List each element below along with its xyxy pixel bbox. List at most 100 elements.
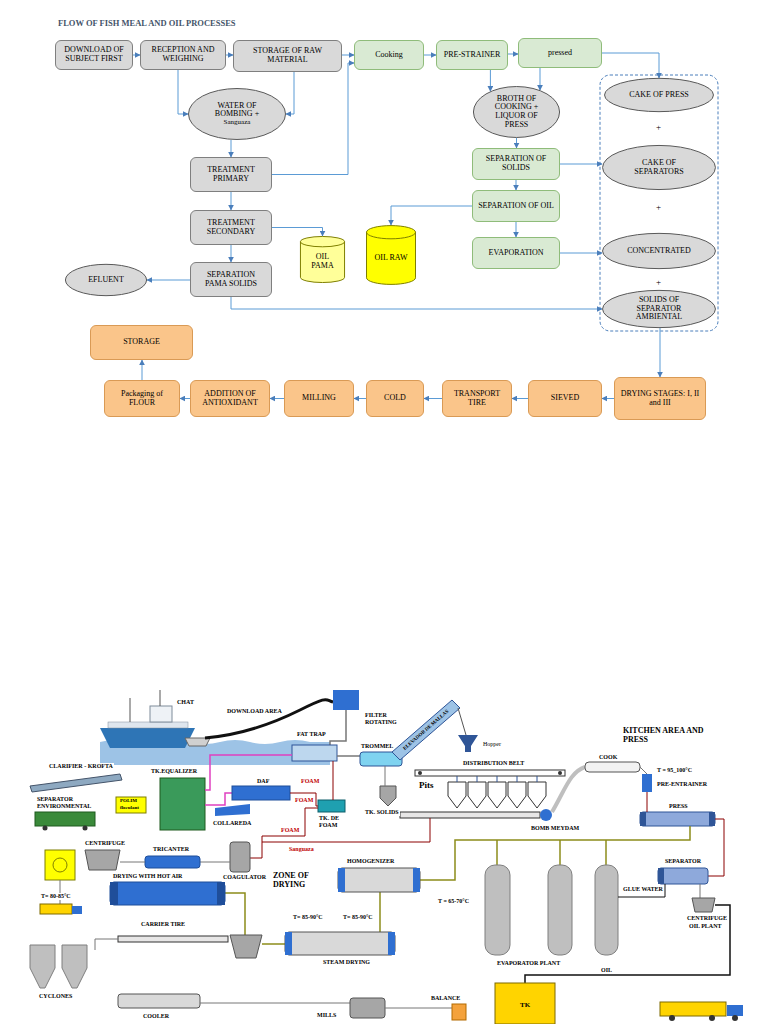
balance (452, 1004, 466, 1020)
fat-trap (292, 745, 337, 761)
flow-arrow (272, 228, 323, 237)
part-label: + (655, 278, 662, 288)
part-label: CENTRIFUGE (686, 915, 728, 922)
node-text-group: WATER OF BOMBING +Sanguaza (203, 102, 271, 127)
tricanter (120, 862, 145, 863)
process-box: Cooking (354, 40, 424, 70)
cyclones (30, 945, 55, 988)
node-text-group: OIL PAMA (304, 253, 341, 270)
process-box: Packaging of FLOUR (104, 380, 180, 417)
part-label: COLLAREDA (212, 820, 252, 827)
balance (452, 1004, 466, 1020)
part-label: + (655, 203, 662, 213)
distribution-belt (558, 771, 562, 775)
oil-truck (660, 1002, 743, 1021)
node-label: OIL RAW (374, 254, 407, 263)
process-box: SEPARATION OF OIL (472, 190, 560, 222)
part-label: CARRIER TIRE (140, 921, 186, 928)
node-text-group: Cooking (375, 51, 403, 60)
part-label: floculant (119, 805, 140, 811)
process-box: TREATMENT SECONDARY (190, 210, 272, 245)
part-label: T= 85-90°C (292, 914, 324, 921)
part-label: ELEVADOR DE MALLAS (401, 708, 450, 752)
olive-line (496, 840, 498, 865)
node-text-group: DRYING STAGES: I, II and III (619, 390, 701, 407)
node-text-group: RECEPTION AND WEIGHING (145, 46, 221, 63)
node-label: SIEVED (551, 394, 579, 403)
part-label: FILTER ROTATING (364, 712, 406, 725)
ellipse-outline (188, 89, 285, 140)
node-label: TRANSPORT TIRE (447, 390, 507, 407)
oil-truck (732, 1015, 738, 1021)
flow-arrow (231, 297, 602, 309)
coagulator (200, 842, 250, 872)
flow-arrow (660, 328, 661, 377)
node-label: WATER OF BOMBING + (203, 102, 271, 119)
chart-title: FLOW OF FISH MEAL AND OIL PROCESSES (58, 18, 236, 28)
liquor-line (647, 792, 648, 812)
process-box: EVAPORATION (472, 237, 560, 269)
process-box: SIEVED (528, 380, 602, 417)
environmental-separator (35, 812, 95, 831)
part-label: T = 95_100°C (656, 767, 693, 774)
centrifuge-box (45, 850, 75, 880)
collareda (215, 804, 250, 816)
oil-tank-node: OIL RAW (366, 225, 416, 285)
node-label: ADDITION OF ANTIOXIDANT (195, 390, 265, 407)
oil-tank (495, 983, 555, 1024)
node-label: Cooking (375, 51, 403, 60)
daf-unit (232, 786, 290, 800)
node-label: OIL PAMA (304, 253, 341, 270)
cylinder-rim (367, 232, 416, 239)
process-box: TRANSPORT TIRE (442, 380, 512, 417)
cooker (585, 762, 647, 774)
node-label: CAKE OF SEPARATORS (619, 159, 699, 176)
distribution-belt (418, 771, 422, 775)
foam-line (333, 761, 334, 800)
carrier-conveyor (95, 939, 118, 950)
node-text-group: SIEVED (551, 394, 579, 403)
dashed-group-outline (600, 75, 718, 331)
fishing-ship (130, 698, 131, 722)
node-text-group: EFLUENT (88, 276, 124, 285)
pits (448, 782, 466, 808)
evaporator-plant (548, 865, 572, 955)
flow-arrow (424, 55, 436, 56)
glue-water-line (618, 884, 665, 897)
dispatch-truck (40, 904, 72, 914)
node-text-group: PRE-STRAINER (444, 51, 500, 60)
cooler (200, 1003, 350, 1004)
part-label: DRYING WITH HOT AIR (112, 873, 183, 880)
evaporator-plant (485, 865, 510, 955)
cylinder-outline (300, 236, 344, 282)
fishing-ship (100, 728, 195, 748)
part-label: CHAT (176, 699, 195, 706)
process-box: STORAGE OF RAW MATERIAL (233, 40, 342, 72)
fishing-ship (100, 690, 195, 748)
mills (385, 1008, 452, 1009)
homogenizer (413, 868, 420, 892)
ellipse-outline (605, 78, 714, 111)
flow-arrow (178, 70, 188, 114)
part-label: T= 85-90°C (342, 914, 374, 921)
rotating-filter (333, 690, 359, 710)
flow-arrow (560, 253, 602, 254)
node-text-group: SEPARATION OF SOLIDS (477, 155, 555, 172)
foam-tank (318, 800, 345, 812)
flow-arrow (516, 222, 517, 237)
steam-dryer (285, 932, 395, 955)
process-box: DOWNLOAD OF SUBJECT FIRST (55, 40, 133, 70)
distribution-belt (415, 770, 565, 776)
foam-line (250, 808, 318, 858)
part-label: GLUE WATER (622, 886, 664, 893)
cooker (585, 762, 640, 772)
node-text-group: CAKE OF SEPARATORS (619, 159, 699, 176)
process-box: RECEPTION AND WEIGHING (140, 40, 226, 70)
clarifier (30, 774, 122, 792)
suction-hose (205, 700, 333, 738)
node-text-group: SEPARATION OF OIL (478, 202, 554, 211)
ellipse-node: CONCENTRATED (602, 233, 716, 269)
flow-arrow (490, 70, 491, 91)
flow-arrow (147, 280, 190, 281)
polymer-box (116, 797, 146, 813)
